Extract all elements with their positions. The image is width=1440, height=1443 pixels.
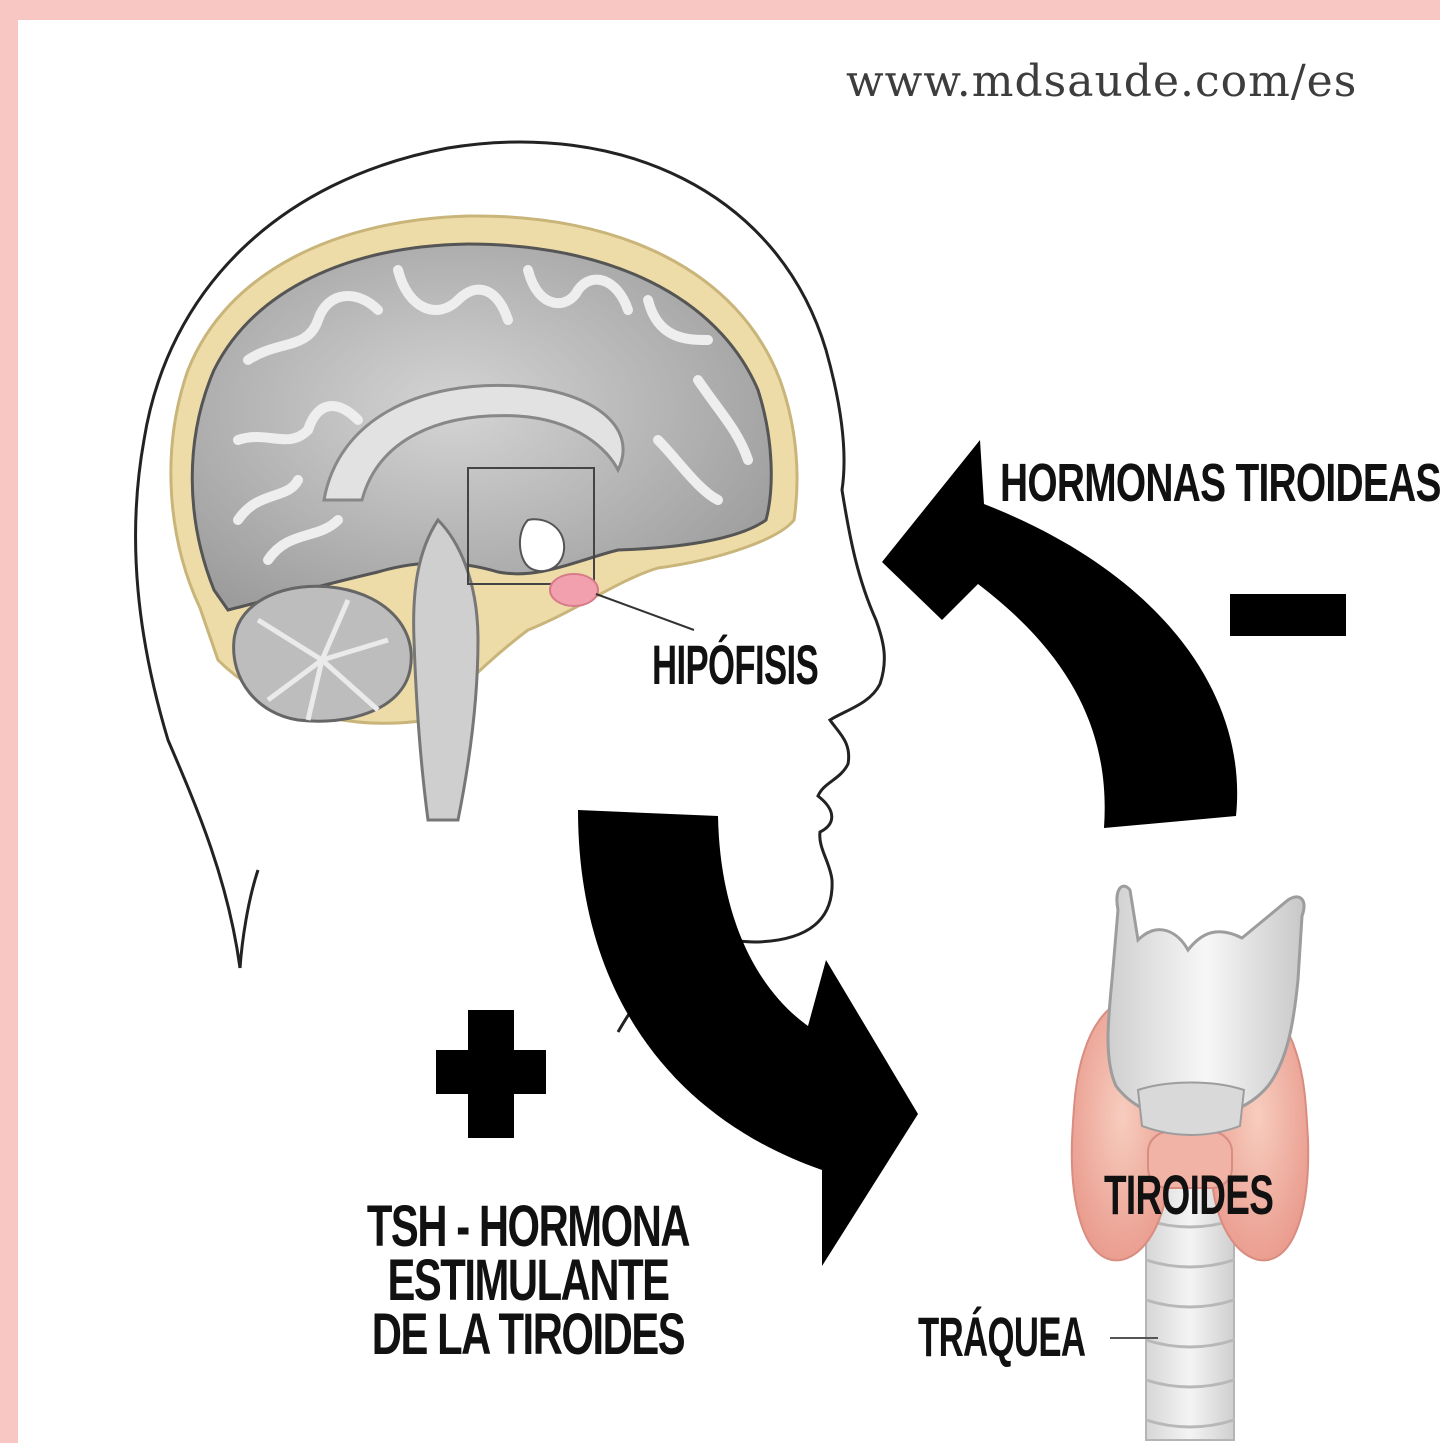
traquea-label: TRÁQUEA — [918, 1304, 1085, 1369]
pituitary-gland — [550, 574, 598, 606]
diagram-canvas: www.mdsaude.com/es HORMONAS TIROIDEAS HI… — [18, 20, 1440, 1443]
tsh-label-line2: DE LA TIROIDES — [305, 1308, 751, 1362]
minus-symbol — [1230, 594, 1346, 636]
neck-back-line — [240, 870, 258, 968]
tsh-label: TSH - HORMONA ESTIMULANTE DE LA TIROIDES — [218, 1200, 838, 1362]
tsh-label-line1: TSH - HORMONA ESTIMULANTE — [305, 1200, 751, 1308]
source-watermark: www.mdsaude.com/es — [846, 56, 1357, 107]
hormonas-tiroideas-label: HORMONAS TIROIDEAS — [1000, 452, 1440, 514]
hipofisis-label: HIPÓFISIS — [652, 632, 818, 697]
tiroides-label: TIROIDES — [1104, 1162, 1273, 1227]
hipofisis-pointer — [596, 594, 694, 630]
plus-symbol — [436, 1010, 546, 1138]
cricoid-cartilage — [1138, 1083, 1244, 1136]
